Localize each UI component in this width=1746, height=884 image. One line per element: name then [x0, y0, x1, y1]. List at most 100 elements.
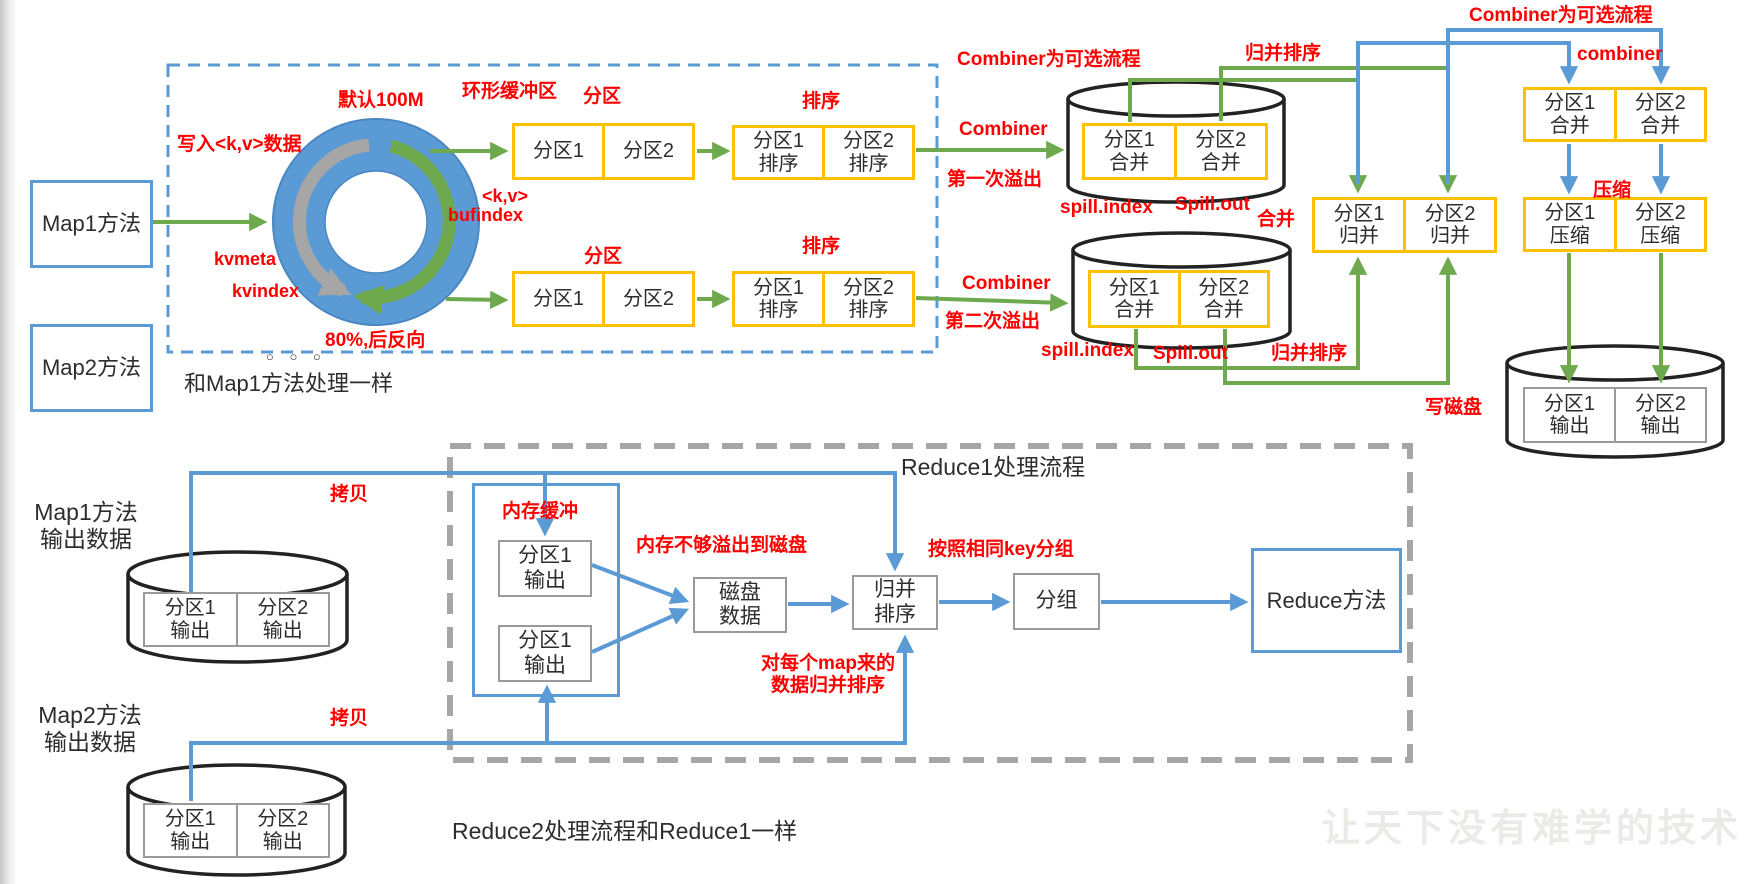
spill1-merge-cells: 分区1 合并分区2 合并 [1082, 123, 1268, 180]
map2-output-cells: 分区1 输出分区2 输出 [143, 803, 330, 858]
line-merge1-to-combine1: line-merge1-to-combine1 [1356, 41, 1579, 184]
map2-output-cells-cell-1: 分区1 输出 [143, 803, 238, 858]
page-edge-shade [0, 0, 18, 884]
label-same-as-map1: 和Map1方法处理一样 [184, 371, 394, 396]
sort-row-2: 分区1 排序分区2 排序 [732, 271, 915, 327]
partition-row-1-cell-1: 分区1 [512, 123, 605, 180]
map1-output-cells-cell-2: 分区2 输出 [235, 592, 330, 647]
map1-output-cells: 分区1 输出分区2 输出 [143, 592, 330, 647]
compress-row-cell-2: 分区2 压缩 [1613, 197, 1707, 252]
label-spill-index-2: spill.index [1041, 340, 1134, 361]
line-spill2-p2-to-merge2: line-spill2-p2-to-merge2 [1223, 256, 1458, 385]
label-spill-index-1: spill.index [1060, 197, 1153, 218]
label-copy-1: 拷贝 [330, 484, 369, 505]
label-spill-out-1: Spill.out [1175, 194, 1250, 215]
label-combiner-optional-2: Combiner为可选流程 [1469, 5, 1653, 26]
sort-row-1-cell-2: 分区2 排序 [822, 125, 915, 180]
label-reduce2-note: Reduce2处理流程和Reduce1一样 [452, 818, 798, 844]
combine-row-topright-cell-1: 分区1 合并 [1523, 87, 1617, 142]
label-write-disk: 写磁盘 [1425, 397, 1483, 418]
ring-gray-arrow [292, 138, 370, 297]
partition-row-2-cell-2: 分区2 [602, 271, 695, 327]
label-ring-buffer: 环形缓冲区 [462, 81, 558, 102]
map2-output-cells-cell-2: 分区2 输出 [235, 803, 330, 858]
label-memory-buffer: 内存缓冲 [502, 501, 579, 522]
spill2-merge-cells: 分区1 合并分区2 合并 [1088, 270, 1270, 328]
arrow-buffer1-to-disk-data: arrow-buffer1-to-disk-data [591, 563, 690, 605]
sort-row-2-cell-2: 分区2 排序 [822, 271, 915, 327]
label-watermark: 让天下没有难学的技术 [1322, 805, 1743, 850]
label-compress: 压缩 [1593, 180, 1632, 201]
sort-row-1-cell-1: 分区1 排序 [732, 125, 825, 180]
map-task-dashed-box: map-task-dashed-box [166, 63, 939, 354]
label-combiner-optional-1: Combiner为可选流程 [957, 49, 1141, 70]
combine-row-topright: 分区1 合并分区2 合并 [1523, 87, 1707, 142]
disk-data-box: 磁盘 数据 [693, 577, 787, 633]
label-merge-sort-bottom: 归并排序 [1271, 343, 1348, 364]
label-sort-2: 排序 [802, 236, 841, 257]
merge-sort-box: 归并 排序 [852, 575, 938, 630]
merge-row-cell-2: 分区2 归并 [1403, 197, 1497, 253]
label-map2-output: Map2方法 输出数据 [38, 702, 142, 756]
sort-row-2-cell-1: 分区1 排序 [732, 271, 825, 327]
label-copy-2: 拷贝 [330, 708, 369, 729]
label-spill-out-2: Spill.out [1153, 343, 1228, 364]
label-combiner-2: Combiner [962, 273, 1051, 294]
label-map1-output: Map1方法 输出数据 [34, 499, 138, 553]
spill1-merge-cells-cell-1: 分区1 合并 [1082, 123, 1177, 180]
reduce1-dashed-box: reduce1-dashed-box [447, 443, 1413, 763]
merge-row: 分区1 归并分区2 归并 [1312, 197, 1497, 253]
label-reduce1-title: Reduce1处理流程 [901, 454, 1086, 480]
arrow-sort2-to-spill2: arrow-sort2-to-spill2 [915, 293, 1069, 312]
label-merge-per-map: 对每个map来的 数据归并排序 [760, 653, 896, 697]
label-second-spill: 第二次溢出 [945, 311, 1041, 332]
inner-partition1-output-1: 分区1 输出 [498, 540, 592, 597]
label-combiner-lower: combiner [1577, 44, 1663, 65]
label-bufindex: bufindex [448, 205, 523, 225]
label-kv: <k,v> [482, 186, 529, 206]
label-partition-1: 分区 [583, 86, 622, 107]
spill2-merge-cells-cell-1: 分区1 合并 [1088, 270, 1181, 328]
compress-row-cell-1: 分区1 压缩 [1523, 197, 1617, 252]
line-spill2-p1-to-merge1: line-spill2-p1-to-merge1 [1134, 256, 1368, 370]
label-group-by-key: 按照相同key分组 [928, 539, 1074, 560]
inner-partition1-output-2: 分区1 输出 [498, 625, 592, 682]
label-combiner-1: Combiner [959, 119, 1048, 140]
reduce-method-box: Reduce方法 [1251, 548, 1402, 653]
partition-row-1-cell-2: 分区2 [602, 123, 695, 180]
map1-output-cells-cell-1: 分区1 输出 [143, 592, 238, 647]
label-kvindex: kvindex [232, 281, 300, 301]
label-write-kv: 写入<k,v>数据 [177, 134, 302, 155]
map2-box: Map2方法 [30, 324, 153, 412]
label-first-spill: 第一次溢出 [947, 169, 1043, 190]
label-80-percent: 80%,后反向 [325, 330, 426, 351]
map1-box: Map1方法 [30, 180, 153, 268]
ring-buffer [272, 118, 480, 326]
partition-row-2-cell-1: 分区1 [512, 271, 605, 327]
merge-row-cell-1: 分区1 归并 [1312, 197, 1406, 253]
label-merge-sort-top: 归并排序 [1245, 43, 1322, 64]
output-cyl-cells-cell-1: 分区1 输出 [1523, 387, 1616, 443]
sort-row-1: 分区1 排序分区2 排序 [732, 125, 915, 180]
spill1-merge-cells-cell-2: 分区2 合并 [1173, 123, 1268, 180]
label-default-100m: 默认100M [338, 90, 424, 111]
label-ellipsis-dots: ○ ○ ○ [266, 349, 327, 364]
output-cyl-cells-cell-2: 分区2 输出 [1614, 387, 1707, 443]
group-box: 分组 [1013, 573, 1100, 630]
ring-green-arrow [353, 139, 456, 315]
label-partition-2: 分区 [584, 246, 623, 267]
label-sort-1: 排序 [802, 91, 841, 112]
output-cyl-cells: 分区1 输出分区2 输出 [1523, 387, 1707, 443]
compress-row: 分区1 压缩分区2 压缩 [1523, 197, 1707, 252]
label-kvmeta: kvmeta [214, 249, 277, 269]
arrow-buffer2-to-disk-data: arrow-buffer2-to-disk-data [591, 607, 690, 654]
label-merge-hebing: 合并 [1257, 209, 1296, 230]
spill2-merge-cells-cell-2: 分区2 合并 [1177, 270, 1270, 328]
arrow-ring-to-partition2: arrow-ring-to-partition2 [445, 290, 509, 309]
line-merge2-to-combine2: line-merge2-to-combine2 [1446, 28, 1671, 184]
combine-row-topright-cell-2: 分区2 合并 [1613, 87, 1707, 142]
